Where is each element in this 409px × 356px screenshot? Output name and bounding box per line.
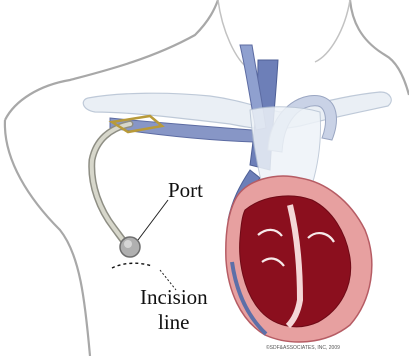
- incision-line-label: line: [158, 310, 190, 335]
- incision-label: Incision: [140, 285, 208, 310]
- port-septum: [124, 240, 132, 248]
- port-leader-line: [138, 200, 168, 240]
- copyright-credit: ©SDF&ASSOCIATES, INC, 2009: [266, 345, 340, 351]
- incision-line: [112, 263, 152, 268]
- port-label: Port: [168, 178, 203, 203]
- neck-outline: [218, 0, 350, 70]
